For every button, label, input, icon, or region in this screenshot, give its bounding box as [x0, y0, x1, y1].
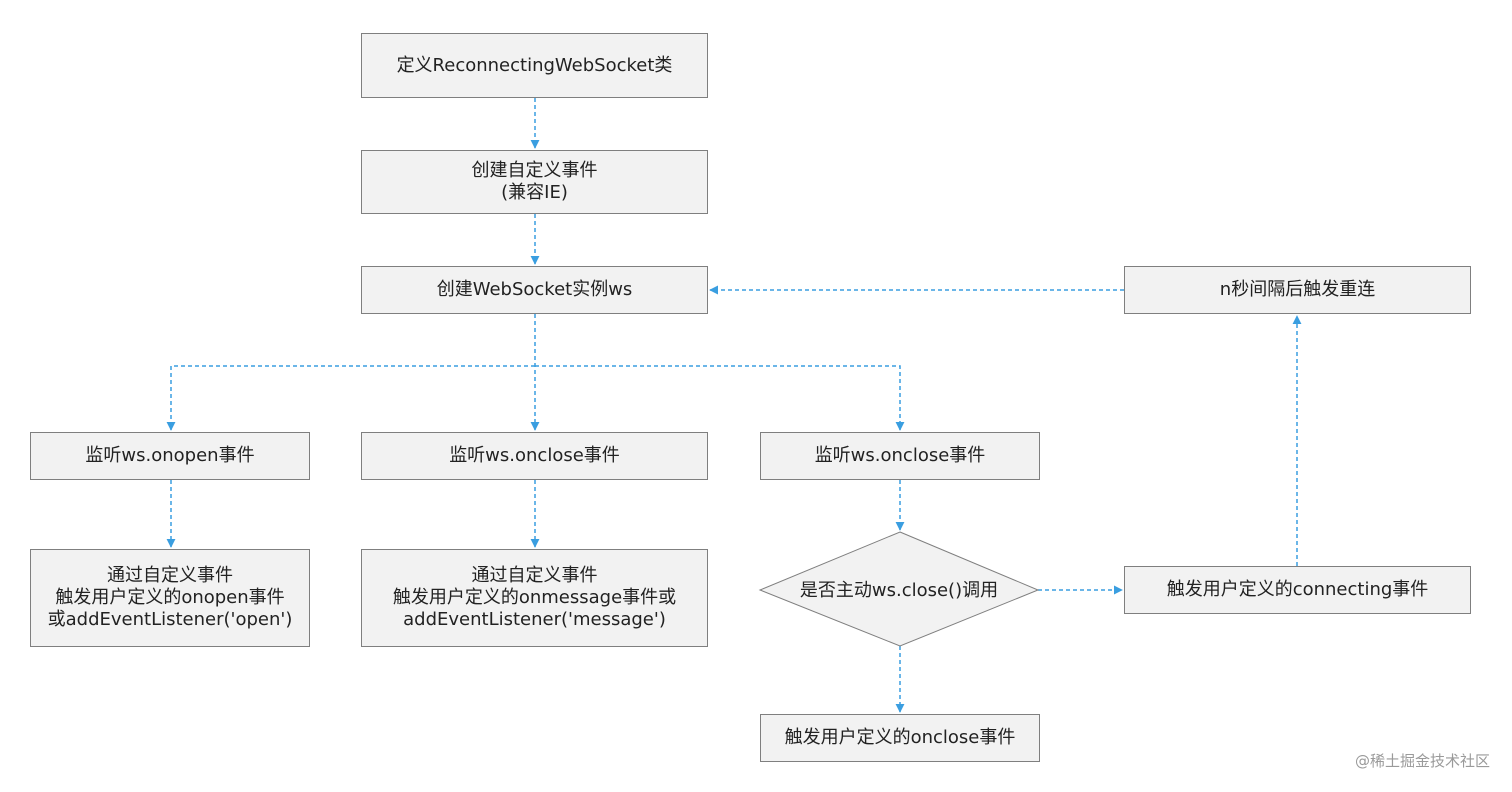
- node-reconnect: n秒间隔后触发重连: [1124, 266, 1471, 314]
- node-listen-close-a-text: 监听ws.onclose事件: [449, 445, 620, 466]
- node-open-handler-line1: 通过自定义事件: [107, 565, 233, 586]
- node-create-ws: 创建WebSocket实例ws: [361, 266, 708, 314]
- node-listen-open: 监听ws.onopen事件: [30, 432, 310, 480]
- node-onclose-user: 触发用户定义的onclose事件: [760, 714, 1040, 762]
- node-create-event-line2: (兼容IE): [501, 182, 568, 203]
- node-create-event-line1: 创建自定义事件: [471, 160, 598, 181]
- node-connecting-text: 触发用户定义的connecting事件: [1166, 579, 1429, 600]
- node-reconnect-text: n秒间隔后触发重连: [1219, 279, 1376, 300]
- node-connecting: 触发用户定义的connecting事件: [1124, 566, 1471, 614]
- watermark: @稀土掘金技术社区: [1354, 752, 1490, 770]
- node-onclose-user-text: 触发用户定义的onclose事件: [784, 727, 1016, 748]
- node-listen-close-b: 监听ws.onclose事件: [760, 432, 1040, 480]
- edge-ws-to-listen-close-b: [535, 365, 905, 431]
- node-open-handler-line2: 触发用户定义的onopen事件: [55, 587, 285, 608]
- node-message-handler: 通过自定义事件 触发用户定义的onmessage事件或 addEventList…: [361, 549, 708, 647]
- node-open-handler: 通过自定义事件 触发用户定义的onopen事件 或addEventListene…: [30, 549, 310, 647]
- node-create-event: 创建自定义事件 (兼容IE): [361, 150, 708, 214]
- node-listen-close-a: 监听ws.onclose事件: [361, 432, 708, 480]
- node-message-handler-line1: 通过自定义事件: [471, 565, 598, 586]
- decision-diamond: [758, 531, 1040, 647]
- node-message-handler-line3: addEventListener('message'): [403, 609, 666, 630]
- node-listen-close-b-text: 监听ws.onclose事件: [814, 445, 986, 466]
- decision-label: 是否主动ws.close()调用: [760, 532, 1038, 646]
- node-message-handler-line2: 触发用户定义的onmessage事件或: [392, 587, 677, 608]
- node-create-ws-text: 创建WebSocket实例ws: [436, 279, 633, 300]
- node-define-class-text: 定义ReconnectingWebSocket类: [396, 54, 673, 76]
- decision-label-text: 是否主动ws.close()调用: [799, 580, 999, 601]
- node-define-class: 定义ReconnectingWebSocket类: [361, 33, 708, 98]
- edge-ws-to-listen-open: [166, 365, 535, 431]
- node-listen-open-text: 监听ws.onopen事件: [85, 445, 255, 466]
- node-open-handler-line3: 或addEventListener('open'): [47, 609, 293, 630]
